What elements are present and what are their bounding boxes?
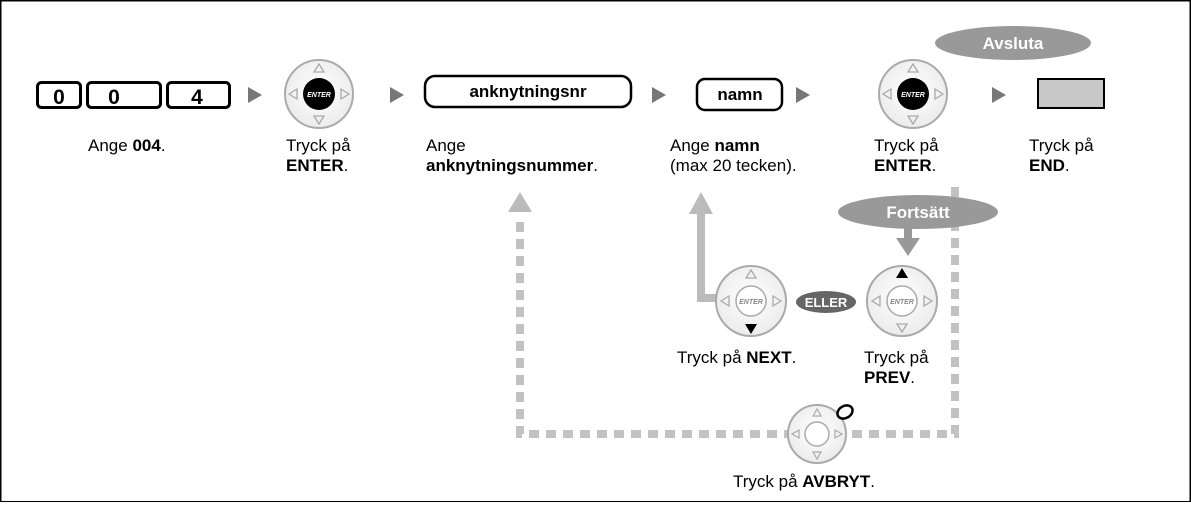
step-enter-code-text: Ange 004. (88, 136, 166, 155)
next-navigator: ENTER (715, 265, 787, 337)
or-pill-label: ELLER (805, 295, 848, 310)
next-return-arrowhead (689, 192, 713, 214)
continue-pill: Fortsätt (838, 195, 998, 229)
end-pill-label: Avsluta (983, 34, 1044, 53)
enter-key-icon (303, 78, 335, 110)
step-enter-extension-text: Ange anknytningsnummer. (426, 136, 598, 175)
enter-key-text: ENTER (901, 92, 925, 99)
prev-up-arrow-icon (896, 268, 908, 278)
step-press-end-text: Tryck på END. (1029, 136, 1094, 175)
end-key-icon (1037, 78, 1105, 109)
continue-pill-label: Fortsätt (886, 203, 950, 222)
cancel-navigator (787, 404, 854, 464)
step-arrow-2 (390, 87, 404, 103)
step-press-enter-2-text: Tryck på ENTER. (874, 136, 939, 175)
or-pill: ELLER (796, 291, 856, 313)
key-4-label: 4 (191, 86, 203, 109)
step-enter-name-text: Ange namn (max 20 tecken). (670, 136, 797, 175)
key-0-first-label: 0 (53, 86, 65, 109)
cancel-key-icon (836, 404, 854, 420)
extension-field: anknytningsnr (423, 74, 633, 109)
step-arrow-5 (992, 87, 1006, 103)
key-0-first: 0 (36, 81, 82, 109)
enter-key-text: ENTER (307, 92, 331, 99)
key-0-second: 0 (86, 81, 162, 109)
enter-key-text: ENTER (890, 299, 914, 306)
step-press-enter-text: Tryck på ENTER. (286, 136, 351, 175)
end-pill: Avsluta (935, 26, 1091, 60)
enter-navigator-2: ENTER (878, 59, 948, 129)
press-next-text: Tryck på NEXT. (677, 348, 797, 367)
continue-arrowhead (896, 238, 920, 256)
cancel-loop-arrowhead (508, 192, 532, 212)
press-cancel-text: Tryck på AVBRYT. (733, 472, 876, 491)
enter-key-text: ENTER (739, 299, 763, 306)
step-arrow-3 (652, 87, 666, 103)
name-field: namn (695, 77, 784, 112)
key-4: 4 (166, 81, 231, 109)
step-arrow-1 (248, 87, 262, 103)
next-down-arrow-icon (745, 324, 757, 334)
cancel-loop-line (516, 180, 959, 438)
key-0-second-label: 0 (108, 86, 120, 109)
step-arrow-4 (796, 87, 810, 103)
continue-arrow-line (904, 226, 912, 240)
press-prev-text: Tryck på PREV. (864, 348, 929, 387)
extension-field-label: anknytningsnr (469, 82, 587, 101)
name-field-label: namn (717, 85, 762, 104)
prev-navigator: ENTER (866, 265, 938, 337)
enter-navigator-1: ENTER (284, 59, 354, 129)
enter-key-icon (897, 78, 929, 110)
